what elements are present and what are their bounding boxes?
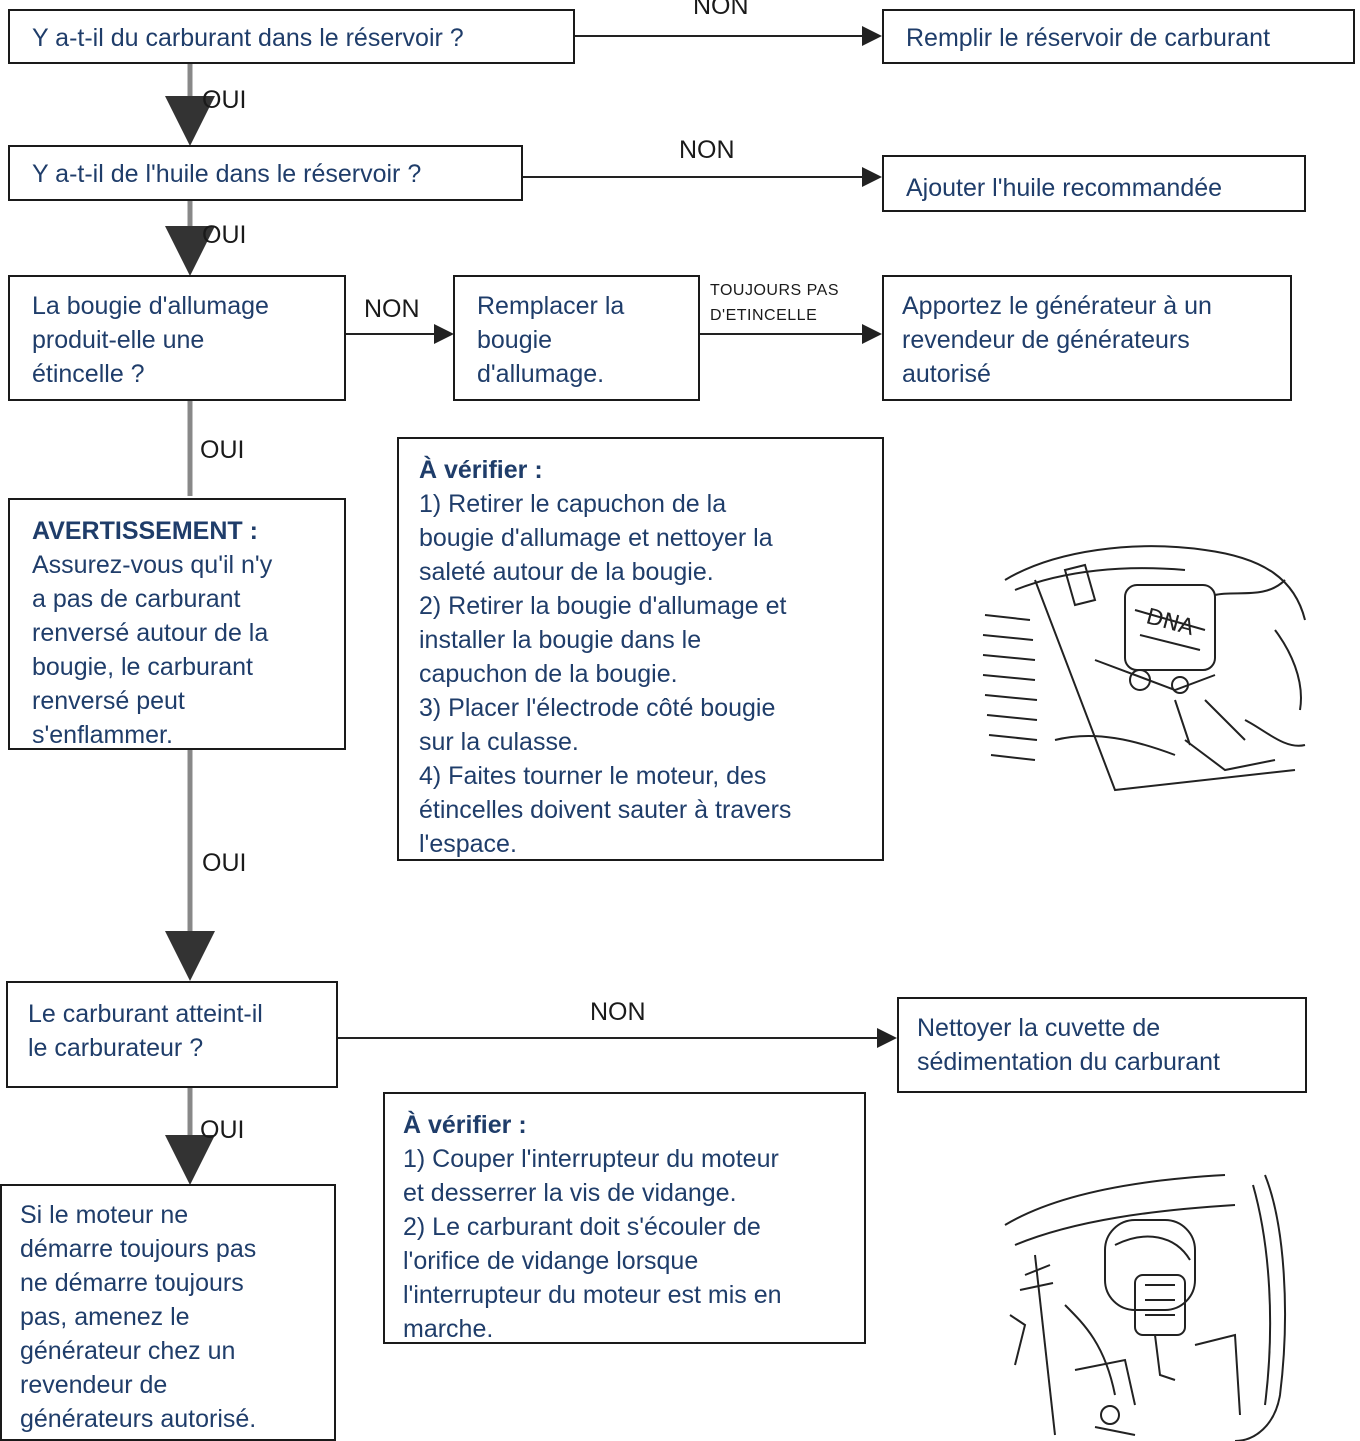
action-take-to-dealer-text: Apportez le générateur à un revendeur de… xyxy=(902,292,1212,388)
question-oil-in-tank-text: Y a-t-il de l'huile dans le réservoir ? xyxy=(32,160,422,188)
question-fuel-reaches-carburetor-text: Le carburant atteint-il le carburateur ? xyxy=(28,1000,263,1062)
question-fuel-reaches-carburetor: Le carburant atteint-il le carburateur ? xyxy=(6,981,338,1088)
final-take-to-dealer-text: Si le moteur ne démarre toujours pas ne … xyxy=(20,1201,257,1433)
warning-title: AVERTISSEMENT : xyxy=(32,517,258,545)
label-no-3: NON xyxy=(364,295,420,323)
final-take-to-dealer: Si le moteur ne démarre toujours pas ne … xyxy=(0,1184,336,1441)
fuel-drain-illustration xyxy=(1004,1174,1286,1441)
label-no-2: NON xyxy=(679,136,735,164)
action-fill-tank: Remplir le réservoir de carburant xyxy=(882,9,1355,64)
question-fuel-in-tank-text: Y a-t-il du carburant dans le réservoir … xyxy=(32,24,464,52)
label-yes-1: OUI xyxy=(202,86,247,114)
question-spark-plug: La bougie d'allumage produit-elle une ét… xyxy=(8,275,346,401)
action-add-oil-text: Ajouter l'huile recommandée xyxy=(906,174,1223,202)
label-yes-3: OUI xyxy=(200,436,245,464)
check-box-fuel-text: 1) Couper l'interrupteur du moteur et de… xyxy=(403,1145,782,1343)
check-box-spark-text: 1) Retirer le capuchon de la bougie d'al… xyxy=(419,490,792,858)
action-clean-sediment-cup-text: Nettoyer la cuvette de sédimentation du … xyxy=(917,1014,1220,1076)
action-replace-spark-plug: Remplacer la bougie d'allumage. xyxy=(453,275,700,401)
check-box-spark-title: À vérifier : xyxy=(419,456,543,484)
warning-box: AVERTISSEMENT : Assurez-vous qu'il n'y a… xyxy=(8,498,346,750)
question-oil-in-tank: Y a-t-il de l'huile dans le réservoir ? xyxy=(8,145,523,201)
check-box-fuel: À vérifier : 1) Couper l'interrupteur du… xyxy=(383,1092,866,1344)
action-replace-spark-plug-text: Remplacer la bougie d'allumage. xyxy=(477,292,625,388)
action-add-oil: Ajouter l'huile recommandée xyxy=(882,155,1306,212)
label-yes-5: OUI xyxy=(200,1116,245,1144)
svg-text:DNA: DNA xyxy=(1143,604,1196,641)
action-clean-sediment-cup: Nettoyer la cuvette de sédimentation du … xyxy=(897,997,1307,1093)
label-yes-2: OUI xyxy=(202,221,247,249)
question-fuel-in-tank: Y a-t-il du carburant dans le réservoir … xyxy=(8,9,575,64)
check-box-spark: À vérifier : 1) Retirer le capuchon de l… xyxy=(397,437,884,861)
action-fill-tank-text: Remplir le réservoir de carburant xyxy=(906,24,1271,52)
label-no-4: NON xyxy=(590,998,646,1026)
label-no-1: NON xyxy=(693,0,749,20)
action-take-to-dealer: Apportez le générateur à un revendeur de… xyxy=(882,275,1292,401)
label-still-no-spark: TOUJOURS PAS D'ETINCELLE xyxy=(710,282,839,324)
question-spark-plug-text: La bougie d'allumage produit-elle une ét… xyxy=(32,292,269,388)
warning-text: Assurez-vous qu'il n'y a pas de carburan… xyxy=(32,551,273,749)
spark-plug-engine-illustration: DNA xyxy=(982,545,1306,792)
label-yes-4: OUI xyxy=(202,849,247,877)
check-box-fuel-title: À vérifier : xyxy=(403,1111,527,1139)
